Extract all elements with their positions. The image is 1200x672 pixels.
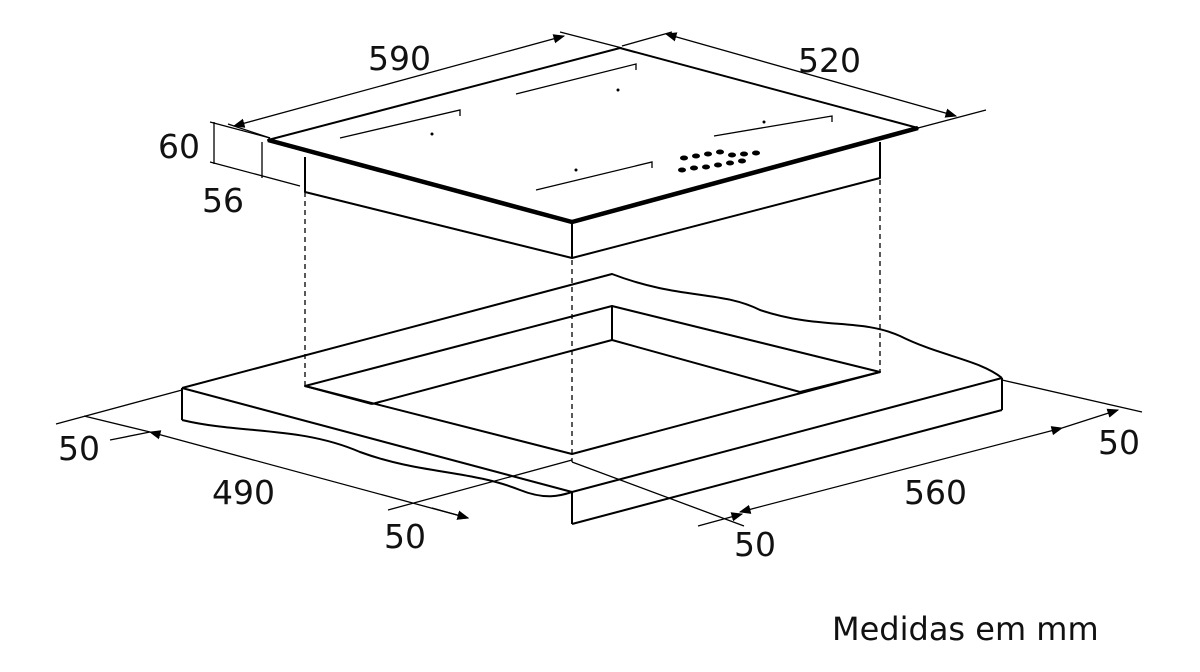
dim-label-490: 490 bbox=[212, 473, 275, 512]
dim-label-560: 560 bbox=[904, 473, 967, 512]
dimension-60-56-lines bbox=[209, 121, 301, 187]
dim-label-590: 590 bbox=[368, 39, 431, 78]
projection-lines bbox=[304, 180, 881, 462]
dim-label-50-left: 50 bbox=[58, 429, 100, 468]
dim-label-50-front-right: 50 bbox=[734, 525, 776, 564]
dim-label-50-right: 50 bbox=[1098, 423, 1140, 462]
dimension-50-front-left-line bbox=[387, 459, 573, 520]
dim-label-60: 60 bbox=[158, 127, 200, 166]
dim-label-520: 520 bbox=[798, 41, 861, 80]
dim-label-56: 56 bbox=[202, 181, 244, 220]
dimension-560-line bbox=[571, 426, 1064, 527]
dimension-50-left-line bbox=[55, 389, 183, 441]
units-note: Medidas em mm bbox=[832, 610, 1099, 648]
dimension-490-line bbox=[148, 430, 470, 520]
touch-controls bbox=[678, 149, 760, 173]
dimension-520-line bbox=[621, 31, 987, 129]
dim-label-50-front-left: 50 bbox=[384, 517, 426, 556]
hob-body bbox=[304, 142, 881, 259]
dimension-50-right-line bbox=[1001, 379, 1143, 429]
